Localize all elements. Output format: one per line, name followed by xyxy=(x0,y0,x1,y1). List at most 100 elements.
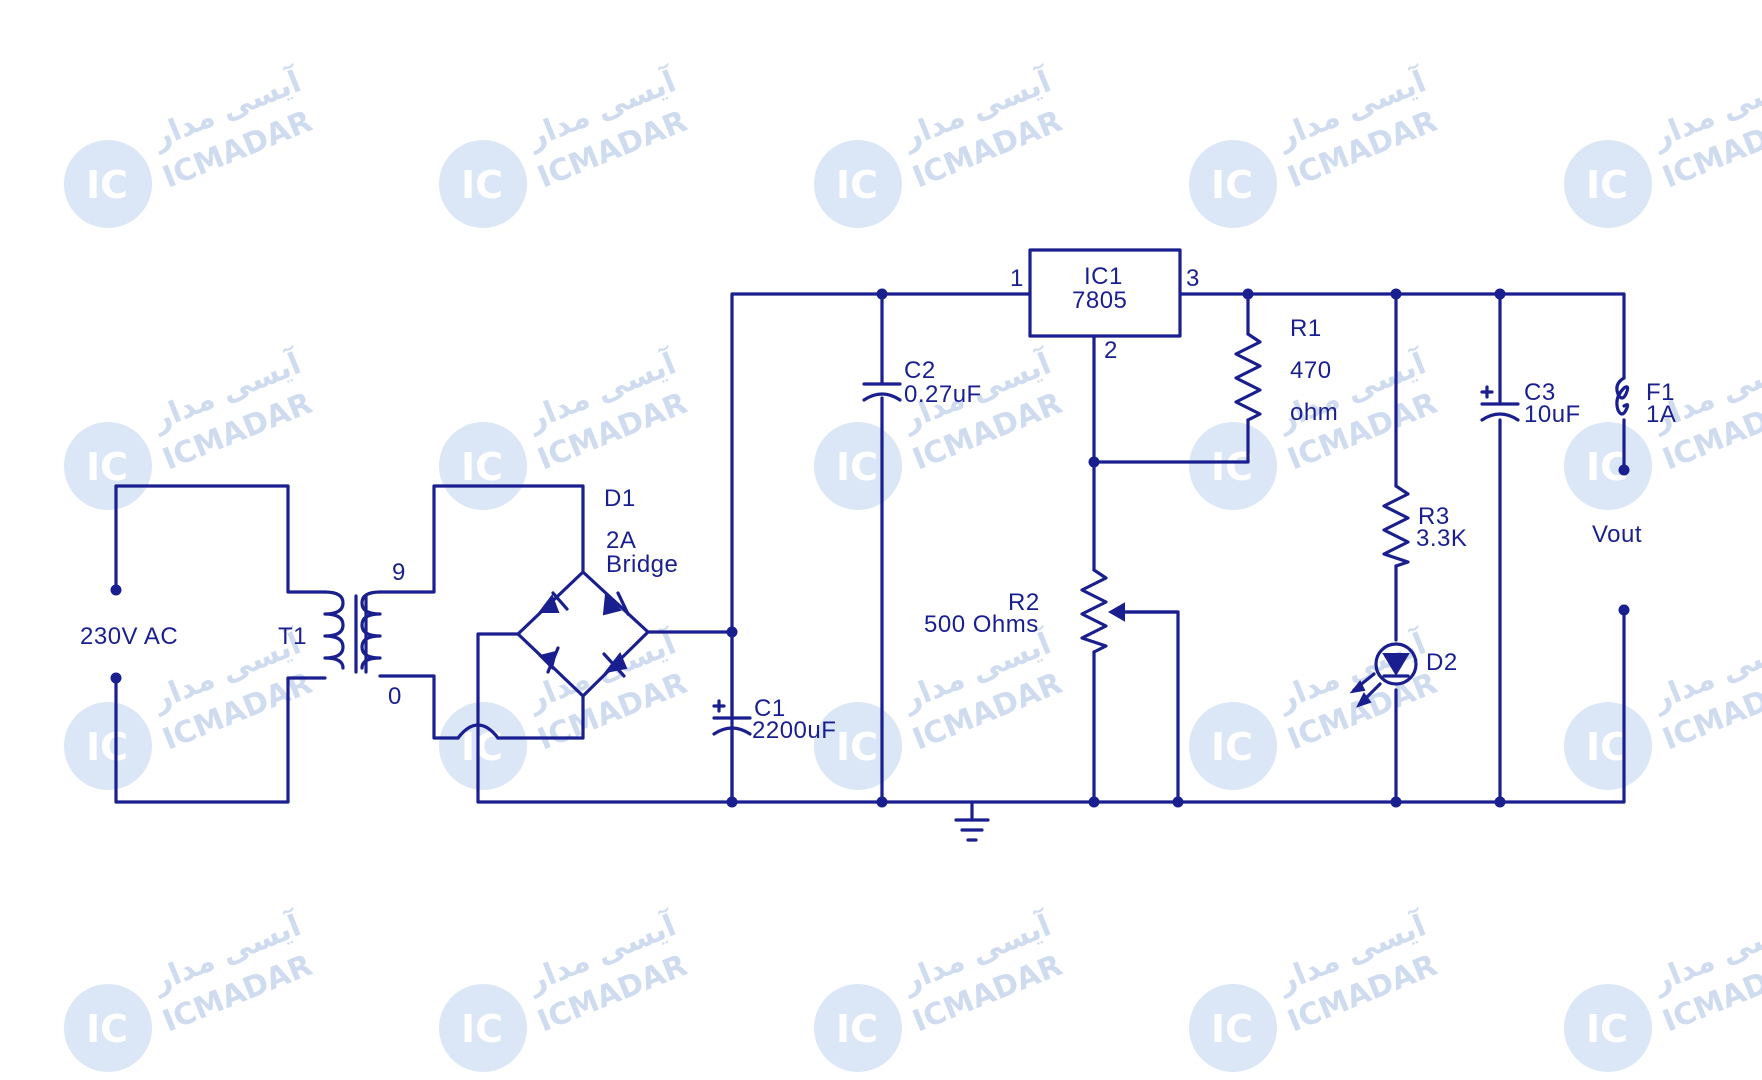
junction-dot xyxy=(1242,288,1254,300)
label-r1-unit: ohm xyxy=(1290,399,1338,426)
wire-sec-bottom-b xyxy=(496,694,585,740)
svg-text:IC: IC xyxy=(86,445,128,489)
label-d2: D2 xyxy=(1426,649,1458,676)
ground-icon xyxy=(954,818,990,842)
label-tap-bottom: 0 xyxy=(388,683,402,710)
svg-text:IC: IC xyxy=(836,1007,878,1051)
label-r3-value: 3.3K xyxy=(1416,525,1467,552)
led-icon xyxy=(1382,653,1410,676)
labels: 230V AC T1 9 0 D1 2A Bridge C1 2200uF C2… xyxy=(80,263,1676,744)
vout-terminal-bottom xyxy=(1618,604,1630,616)
label-c3-value: 10uF xyxy=(1524,401,1581,428)
junction-dot xyxy=(1390,288,1402,300)
junctions xyxy=(110,288,1630,808)
led-d2 xyxy=(1349,642,1418,708)
junction-dot xyxy=(1088,456,1100,468)
label-c1-value: 2200uF xyxy=(752,717,836,744)
resistor-r1 xyxy=(1234,332,1262,422)
capacitor-c3 xyxy=(1480,385,1520,422)
label-r3: R3 xyxy=(1418,503,1450,530)
svg-text:IC: IC xyxy=(836,725,878,769)
label-c2: C2 xyxy=(904,357,936,384)
wire-ac-bottom xyxy=(114,676,327,804)
svg-text:IC: IC xyxy=(461,445,503,489)
svg-text:IC: IC xyxy=(1211,725,1253,769)
label-c2-value: 0.27uF xyxy=(904,381,982,408)
svg-text:IC: IC xyxy=(86,1007,128,1051)
label-r1-value: 470 xyxy=(1290,357,1332,384)
transformer-t1 xyxy=(323,590,382,674)
label-vout: Vout xyxy=(1592,521,1642,548)
capacitor-c2 xyxy=(862,382,902,402)
junction-dot xyxy=(1088,796,1100,808)
label-r2: R2 xyxy=(1008,589,1040,616)
wires xyxy=(114,292,1626,822)
svg-text:IC: IC xyxy=(836,445,878,489)
capacitor-c1 xyxy=(712,699,752,804)
svg-text:IC: IC xyxy=(1586,1007,1628,1051)
wire-ac-top xyxy=(114,484,327,594)
label-d1-type: Bridge xyxy=(606,551,678,578)
label-pin3: 3 xyxy=(1186,265,1200,292)
junction-dot xyxy=(1494,288,1506,300)
label-d1-rating: 2A xyxy=(606,527,636,554)
svg-text:IC: IC xyxy=(86,163,128,207)
junction-dot xyxy=(1494,796,1506,808)
svg-text:IC: IC xyxy=(836,163,878,207)
diode-icon xyxy=(538,593,560,613)
svg-text:IC: IC xyxy=(461,163,503,207)
resistor-r3 xyxy=(1382,484,1410,568)
wire-sec-top xyxy=(378,484,585,594)
label-f1-value: 1A xyxy=(1646,401,1676,428)
svg-text:IC: IC xyxy=(1211,163,1253,207)
svg-text:IC: IC xyxy=(1586,163,1628,207)
svg-text:IC: IC xyxy=(1211,1007,1253,1051)
svg-text:IC: IC xyxy=(86,725,128,769)
svg-text:IC: IC xyxy=(461,725,503,769)
ic1-body xyxy=(1028,248,1182,338)
junction-dot xyxy=(876,796,888,808)
label-tap-top: 9 xyxy=(392,559,406,586)
label-ic1: IC1 xyxy=(1084,263,1123,290)
ac-terminal-top xyxy=(110,584,122,596)
junction-dot xyxy=(1390,796,1402,808)
label-d1: D1 xyxy=(604,485,636,512)
svg-text:IC: IC xyxy=(1586,725,1628,769)
label-pin2: 2 xyxy=(1104,337,1118,364)
label-source: 230V AC xyxy=(80,623,178,650)
regulator-ic1 xyxy=(1028,248,1182,338)
label-f1: F1 xyxy=(1646,379,1675,406)
wire-bridge-neg xyxy=(476,632,734,804)
ac-terminal-bottom xyxy=(110,672,122,684)
junction-dot xyxy=(1172,796,1184,808)
svg-text:IC: IC xyxy=(461,1007,503,1051)
wiper-arrow-icon xyxy=(1107,602,1125,622)
label-c3: C3 xyxy=(1524,379,1556,406)
wire-wiper xyxy=(1116,610,1180,804)
junction-dot xyxy=(726,626,738,638)
wire-r1-bottom xyxy=(1092,418,1250,464)
potentiometer-r2 xyxy=(1080,568,1180,654)
wire-rail-out xyxy=(1178,292,1626,380)
label-ic1-value: 7805 xyxy=(1072,287,1127,314)
junction-dot xyxy=(876,288,888,300)
fuse-f1 xyxy=(1615,376,1630,472)
wire-ground-rail xyxy=(730,608,1626,804)
label-r2-value: 500 Ohms xyxy=(924,611,1039,638)
label-t1: T1 xyxy=(278,623,307,650)
